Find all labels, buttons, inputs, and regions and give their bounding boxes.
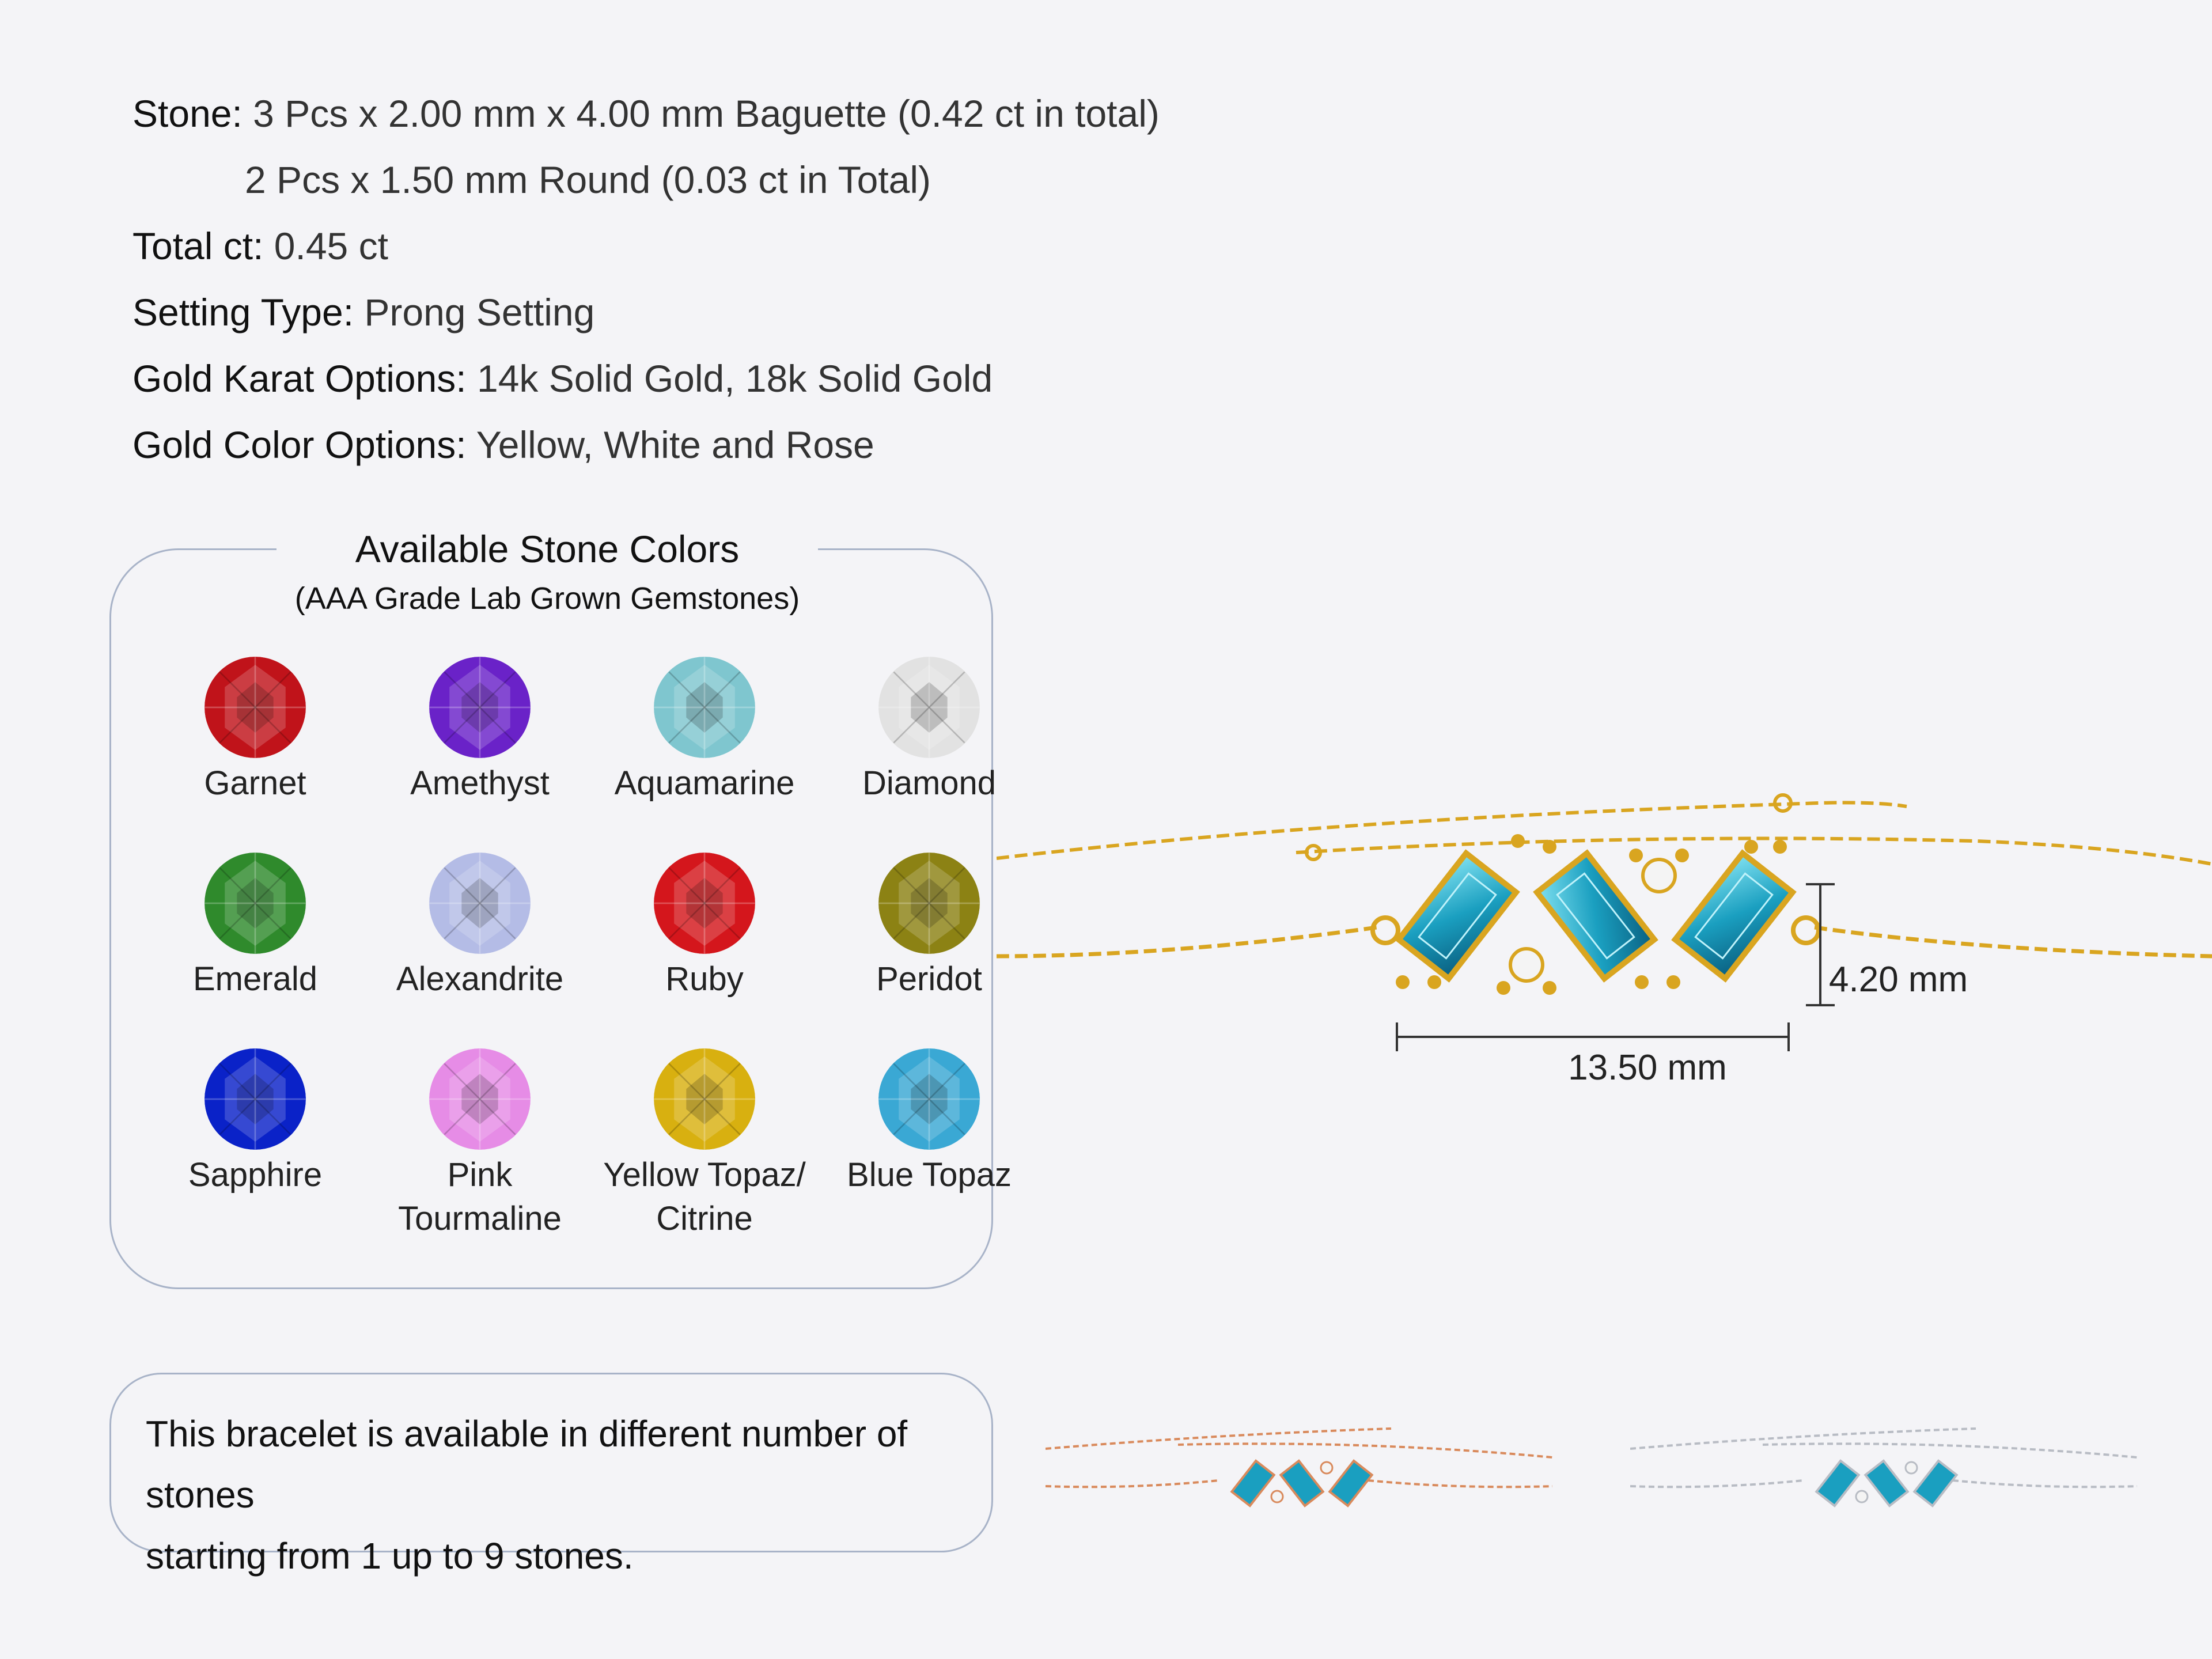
gem-stone-icon xyxy=(654,1048,755,1150)
gem-name: Diamond xyxy=(862,764,997,802)
stone-colors-title: Available Stone Colors xyxy=(355,528,740,570)
gem-swatch: Alexandrite xyxy=(376,853,584,1001)
gem-stone-icon xyxy=(429,657,531,758)
gem-swatch: Garnet xyxy=(151,657,359,805)
note-line-1: This bracelet is available in different … xyxy=(146,1413,908,1516)
dimension-width: 13.50 mm xyxy=(1568,1048,1727,1088)
spec-stone: Stone: 3 Pcs x 2.00 mm x 4.00 mm Baguett… xyxy=(132,92,1160,135)
white-gold-bracelet-thumbnail xyxy=(1630,1427,2138,1508)
gem-swatch: Sapphire xyxy=(151,1048,359,1197)
bracelet-image xyxy=(997,793,2212,1051)
specifications: Stone: 3 Pcs x 2.00 mm x 4.00 mm Baguett… xyxy=(132,81,1160,478)
spec-gold-karat: Gold Karat Options: 14k Solid Gold, 18k … xyxy=(132,357,993,400)
gem-name: Yellow Topaz/ xyxy=(603,1156,806,1194)
stone-colors-subtitle: (AAA Grade Lab Grown Gemstones) xyxy=(294,581,800,616)
gem-name: Blue Topaz xyxy=(847,1156,1012,1194)
gem-name-line-2: Tourmaline xyxy=(398,1200,562,1237)
gem-stone-icon xyxy=(204,853,306,954)
spec-gold-color: Gold Color Options: Yellow, White and Ro… xyxy=(132,423,874,466)
gem-name: Pink xyxy=(447,1156,513,1194)
gem-name: Alexandrite xyxy=(396,960,564,998)
stone-colors-header: Available Stone Colors (AAA Grade Lab Gr… xyxy=(276,521,818,620)
gem-stone-icon xyxy=(654,853,755,954)
gem-name: Amethyst xyxy=(410,764,550,802)
gem-swatch: Ruby xyxy=(601,853,808,1001)
gem-swatch: Amethyst xyxy=(376,657,584,805)
gem-swatch: Aquamarine xyxy=(601,657,808,805)
gem-swatch: Diamond xyxy=(825,657,1033,805)
gem-swatch: Peridot xyxy=(825,853,1033,1001)
gem-stone-icon xyxy=(878,657,980,758)
gem-name: Peridot xyxy=(876,960,982,998)
gem-swatch: Yellow Topaz/Citrine xyxy=(601,1048,808,1241)
gem-stone-icon xyxy=(204,1048,306,1150)
gem-name: Sapphire xyxy=(188,1156,323,1194)
note-line-2: starting from 1 up to 9 stones. xyxy=(146,1535,634,1577)
spec-stone-round: 2 Pcs x 1.50 mm Round (0.03 ct in Total) xyxy=(245,158,931,201)
gem-stone-icon xyxy=(204,657,306,758)
gem-stone-icon xyxy=(878,853,980,954)
spec-total-ct: Total ct: 0.45 ct xyxy=(132,225,388,267)
dimension-height: 4.20 mm xyxy=(1829,960,1968,999)
gem-name: Ruby xyxy=(665,960,744,998)
rose-gold-bracelet-thumbnail xyxy=(1046,1427,1553,1508)
spec-setting-type: Setting Type: Prong Setting xyxy=(132,291,595,334)
gem-name: Emerald xyxy=(193,960,317,998)
gem-name-line-2: Citrine xyxy=(656,1200,753,1237)
stones-count-note: This bracelet is available in different … xyxy=(109,1373,993,1577)
gem-stone-icon xyxy=(429,1048,531,1150)
gem-swatch: Emerald xyxy=(151,853,359,1001)
gem-name: Aquamarine xyxy=(614,764,795,802)
gem-stone-icon xyxy=(654,657,755,758)
gem-stone-icon xyxy=(878,1048,980,1150)
gem-name: Garnet xyxy=(204,764,306,802)
gem-swatch: Blue Topaz xyxy=(825,1048,1033,1197)
gem-stone-icon xyxy=(429,853,531,954)
